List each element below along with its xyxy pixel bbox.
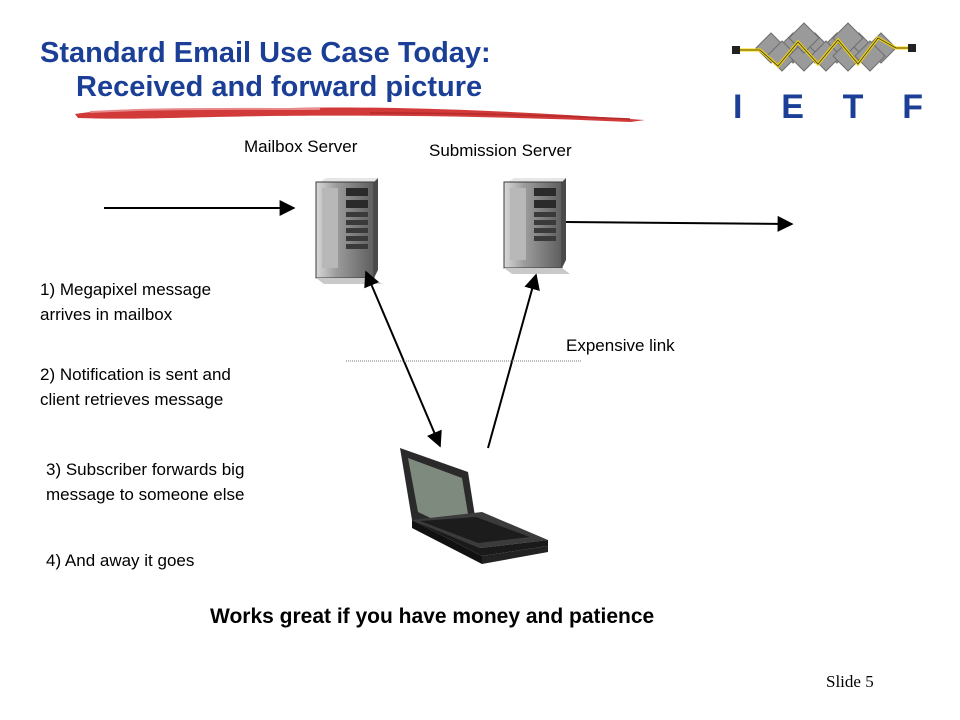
step-3: 3) Subscriber forwards big message to so… — [46, 457, 244, 507]
step-4-line-1: 4) And away it goes — [46, 551, 195, 570]
expensive-link-label: Expensive link — [566, 336, 675, 355]
slide-footer-caption: Works great if you have money and patien… — [210, 605, 655, 628]
submission-server-label: Submission Server — [429, 141, 572, 160]
logo-letter: E — [781, 88, 804, 126]
title-line-1: Standard Email Use Case Today: — [40, 37, 491, 69]
submission-server-icon — [503, 178, 570, 274]
mailbox-server-label: Mailbox Server — [244, 137, 358, 156]
outgoing-arrow — [565, 215, 794, 232]
step-1-line-2: arrives in mailbox — [40, 305, 173, 324]
logo-letter: T — [842, 88, 864, 126]
step-2-line-2: client retrieves message — [40, 390, 224, 409]
step-3-line-2: message to someone else — [46, 485, 245, 504]
laptop-icon — [400, 448, 548, 564]
logo-letter: I — [733, 88, 743, 126]
ietf-logo — [732, 22, 916, 72]
step-1: 1) Megapixel message arrives in mailbox — [40, 277, 211, 327]
title-line-2: Received and forward picture — [76, 71, 483, 103]
title-underline-brush — [75, 107, 645, 122]
step-2-line-1: 2) Notification is sent and — [40, 365, 231, 384]
step-2: 2) Notification is sent and client retri… — [40, 362, 231, 412]
logo-letter: F — [902, 88, 923, 126]
retrieve-arrow — [364, 270, 442, 448]
mailbox-server-icon — [315, 178, 382, 284]
slide-number: Slide 5 — [826, 672, 874, 691]
step-1-line-1: 1) Megapixel message — [40, 280, 212, 299]
step-4: 4) And away it goes — [46, 548, 194, 573]
ietf-logo-letters: I E T F — [733, 88, 923, 127]
step-3-line-1: 3) Subscriber forwards big — [46, 460, 245, 479]
slide-title: Standard Email Use Case Today: Received … — [40, 36, 491, 104]
